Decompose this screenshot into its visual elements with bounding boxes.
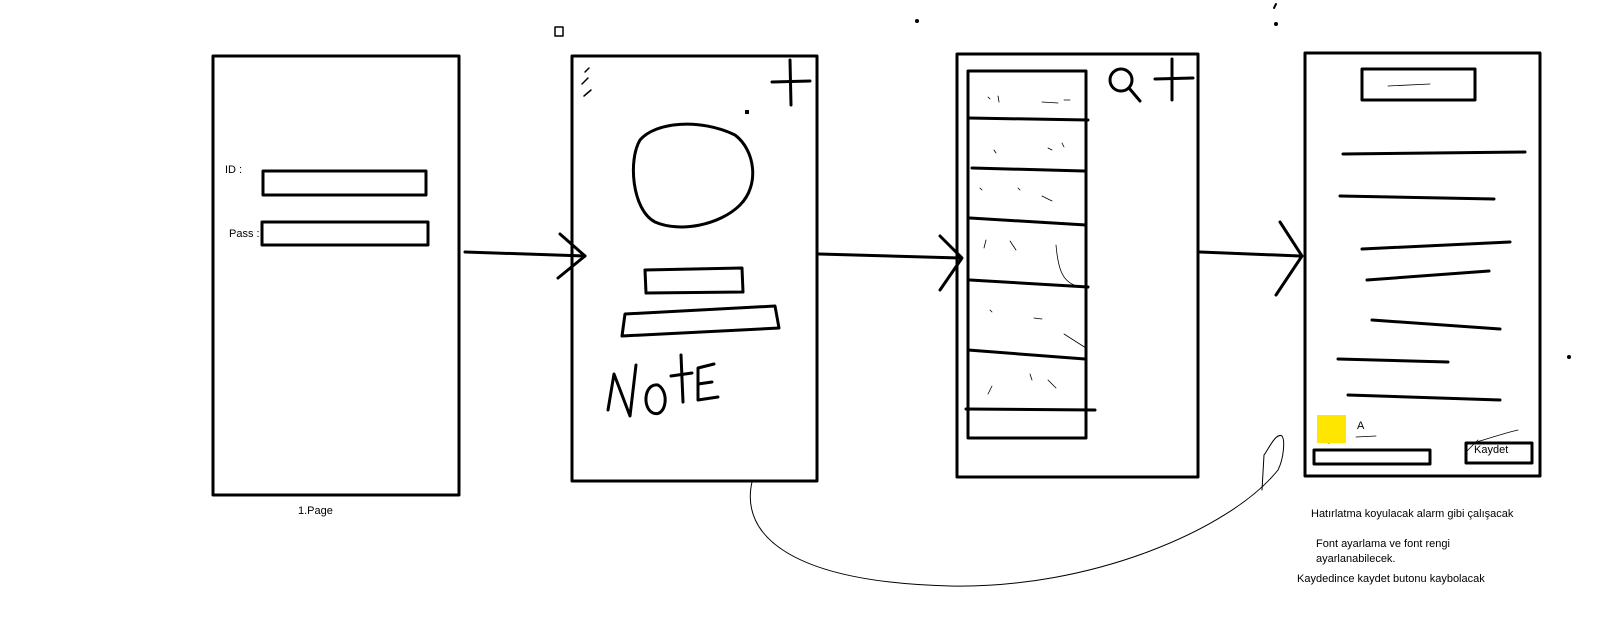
note-reminder: Hatırlatma koyulacak alarm gibi çalışaca… bbox=[1311, 508, 1514, 520]
note-font-line2: ayarlanabilecek. bbox=[1316, 553, 1396, 565]
note-handwriting bbox=[606, 353, 720, 418]
plus-icon bbox=[770, 58, 812, 107]
font-size-label: A bbox=[1357, 420, 1365, 432]
list-row-scribbles bbox=[979, 95, 1087, 395]
save-button-box bbox=[1464, 441, 1534, 465]
curve-home-to-editor bbox=[749, 434, 1285, 587]
title-bar-shape bbox=[643, 266, 745, 295]
speck bbox=[1273, 3, 1277, 9]
list-screen-frame bbox=[955, 52, 1200, 479]
editor-title-scribble bbox=[1387, 83, 1431, 87]
id-input-box bbox=[261, 169, 428, 197]
arrow-home-to-list bbox=[817, 234, 964, 292]
editor-screen-frame bbox=[1303, 51, 1542, 478]
note-font-line1: Font ayarlama ve font rengi bbox=[1316, 538, 1450, 550]
menu-icon bbox=[581, 67, 592, 97]
speck bbox=[915, 19, 919, 23]
pass-input-box bbox=[260, 220, 430, 247]
arrow-login-to-home bbox=[463, 232, 587, 280]
editor-bottom-left-box bbox=[1312, 448, 1432, 466]
id-label: ID : bbox=[225, 164, 243, 176]
editor-text-lines bbox=[1336, 150, 1527, 402]
list-row-dividers bbox=[964, 116, 1097, 412]
editor-title-box bbox=[1360, 67, 1477, 102]
home-screen-frame bbox=[570, 54, 819, 483]
avatar-circle bbox=[631, 122, 755, 229]
arrow-list-to-editor bbox=[1198, 220, 1304, 297]
color-swatch bbox=[1317, 415, 1346, 443]
pass-label: Pass : bbox=[229, 228, 260, 240]
plus-icon-list bbox=[1153, 57, 1195, 102]
search-icon bbox=[1108, 67, 1142, 103]
notes-list-column bbox=[966, 69, 1088, 440]
note-save-hide: Kaydedince kaydet butonu kaybolacak bbox=[1297, 573, 1485, 585]
speck bbox=[1274, 22, 1278, 26]
dot-mark bbox=[745, 110, 749, 114]
speck bbox=[1567, 355, 1571, 359]
save-button-label: Kaydet bbox=[1474, 444, 1509, 456]
text-bar-shape bbox=[620, 304, 781, 338]
login-screen-frame bbox=[211, 54, 461, 497]
page-label: 1.Page bbox=[298, 505, 333, 517]
speck bbox=[554, 26, 564, 37]
